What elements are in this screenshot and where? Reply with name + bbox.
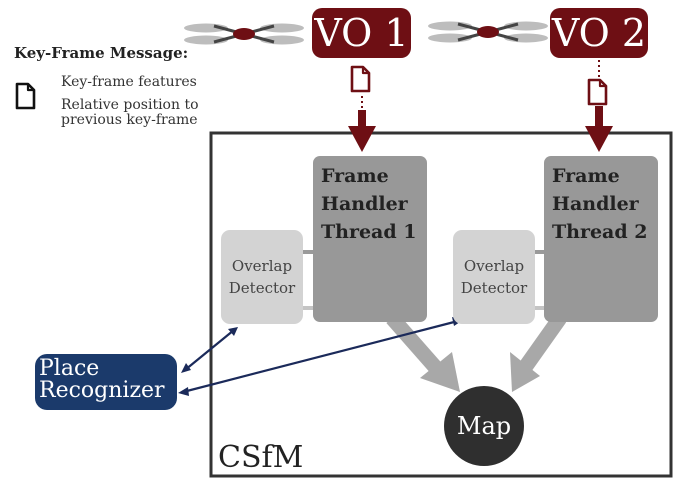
frame-handler-2-line2: Handler (552, 193, 639, 215)
frame-handler-thread-1: Frame Handler Thread 1 (313, 156, 427, 322)
place-recognizer-line2: Recognizer (39, 378, 165, 403)
vo2-node: VO 2 (550, 8, 648, 58)
csfm-frame (209, 131, 673, 478)
place-recognizer-line1: Place (39, 356, 100, 381)
overlap-detector-2-line2: Detector (460, 279, 528, 297)
overlap-detector-1-line1: Overlap (231, 257, 293, 275)
handler1-to-map-arrow (386, 313, 460, 392)
frame-handler-2-line3: Thread 2 (552, 221, 648, 243)
key-frame-message-icon (587, 78, 608, 106)
handler2-to-map-arrow (510, 313, 567, 392)
vo1-label: VO 1 (314, 11, 409, 55)
vo2-label: VO 2 (551, 11, 647, 55)
document-icon (15, 82, 36, 110)
vo1-message-arrow (348, 96, 376, 152)
csfm-label: CSfM (218, 440, 304, 475)
place-recognizer-overlap1-link (181, 327, 238, 373)
key-frame-message-icon (350, 65, 371, 93)
vo2-message-arrow (585, 60, 613, 152)
frame-handler-thread-2: Frame Handler Thread 2 (544, 156, 658, 322)
frame-handler-1-line3: Thread 1 (321, 221, 417, 243)
frame-handler-2-line1: Frame (552, 165, 620, 187)
map-label: Map (456, 412, 512, 440)
map-node: Map (444, 386, 524, 466)
frame-handler-1-line1: Frame (321, 165, 389, 187)
legend-relative-position-line1: Relative position to (61, 97, 199, 113)
overlap-detector-2: Overlap Detector (453, 230, 535, 324)
overlap-detector-1-line2: Detector (228, 279, 296, 297)
place-recognizer: Place Recognizer (35, 354, 177, 410)
overlap-detector-1: Overlap Detector (221, 230, 303, 324)
frame-handler-1-line2: Handler (321, 193, 408, 215)
drone-icon (182, 22, 306, 46)
overlap-detector-2-line1: Overlap (463, 257, 525, 275)
legend-title: Key-Frame Message: (14, 44, 189, 62)
legend-key-frame-features: Key-frame features (61, 74, 197, 90)
vo1-node: VO 1 (312, 8, 411, 58)
legend-relative-position-line2: previous key-frame (61, 112, 198, 128)
drone-icon (426, 20, 550, 44)
